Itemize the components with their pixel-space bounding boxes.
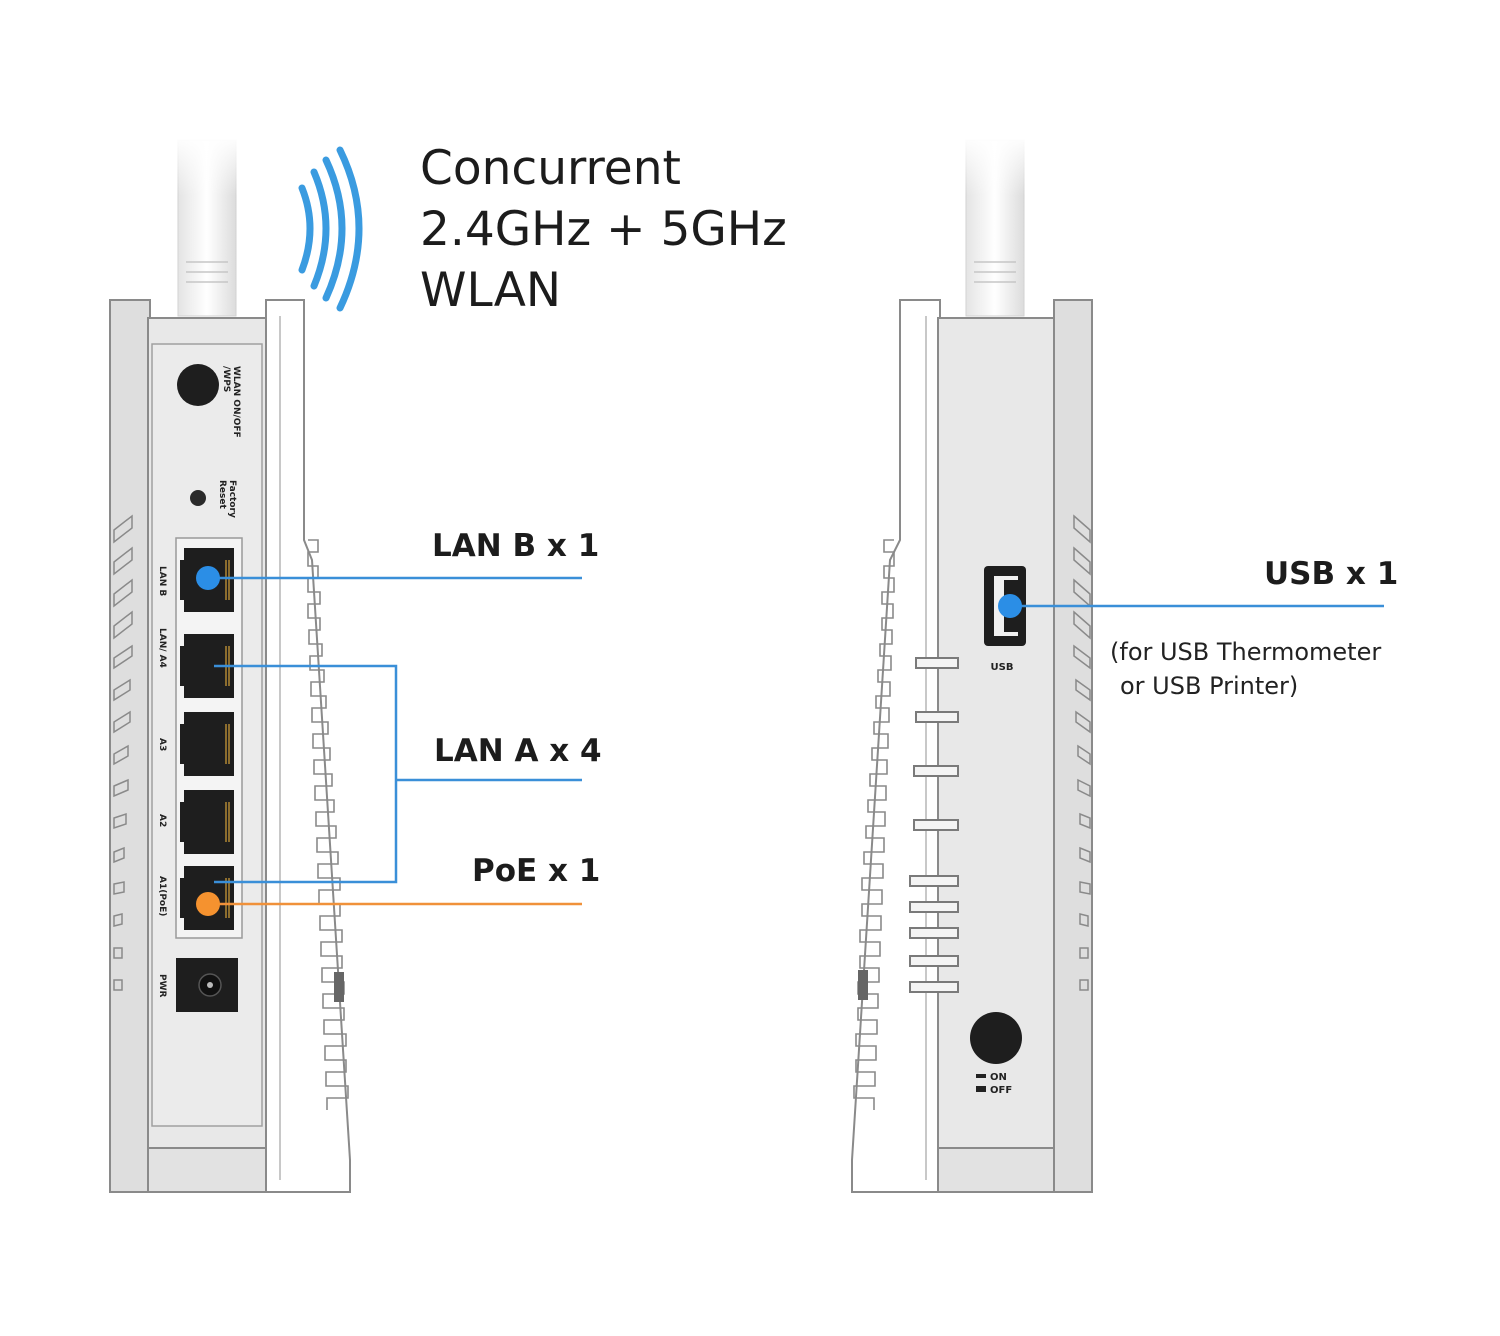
port-a2 (180, 790, 234, 854)
switch-off-label: OFF (990, 1085, 1012, 1096)
callout-lan-a: LAN A x 4 (434, 733, 602, 769)
router-back-view: WLAN ON/OFF /WPS Factory Reset LAN B LAN… (109, 136, 351, 1193)
headline-line-3: WLAN (420, 263, 562, 318)
label-port-a4: LAN/ A4 (157, 628, 167, 668)
label-port-a2: A2 (157, 814, 167, 827)
label-port-a1: A1(PoE) (157, 876, 167, 916)
callout-lan-b: LAN B x 1 (432, 528, 600, 564)
label-wps-1: WLAN ON/OFF (231, 366, 241, 438)
label-reset-1: Factory (227, 480, 237, 518)
headline-line-1: Concurrent (420, 141, 681, 196)
headline: Concurrent 2.4GHz + 5GHz WLAN (420, 138, 787, 321)
port-a3 (180, 712, 234, 776)
wps-button (177, 364, 219, 406)
antenna-left (176, 136, 238, 317)
usb-note-line-1: (for USB Thermometer (1110, 638, 1382, 666)
callout-usb-note: (for USB Thermometer or USB Printer) (1110, 635, 1381, 703)
factory-reset-pinhole (190, 490, 206, 506)
callout-lines-back (208, 576, 582, 906)
usb-note-line-2: or USB Printer) (1120, 672, 1299, 700)
switch-on-label: ON (990, 1072, 1007, 1083)
lan-b-marker (196, 566, 220, 590)
router-side-view: USB ON OFF (851, 136, 1093, 1193)
label-port-lan-b: LAN B (157, 566, 167, 596)
label-port-a3: A3 (157, 738, 167, 751)
power-jack (176, 958, 238, 1012)
label-port-pwr: PWR (157, 974, 167, 998)
label-wps-2: /WPS (221, 366, 231, 392)
usb-port-label: USB (991, 662, 1014, 673)
callout-usb: USB x 1 (1264, 556, 1399, 592)
wifi-signal-icon (298, 146, 363, 312)
usb-marker (998, 594, 1022, 618)
label-reset-2: Reset (217, 480, 227, 509)
power-switch (970, 1012, 1022, 1064)
callout-poe: PoE x 1 (472, 853, 601, 889)
poe-marker (196, 892, 220, 916)
side-ribs (909, 657, 959, 993)
antenna-right (964, 136, 1026, 317)
headline-line-2: 2.4GHz + 5GHz (420, 202, 787, 257)
router-back-body (109, 299, 351, 1193)
port-a4 (180, 634, 234, 698)
